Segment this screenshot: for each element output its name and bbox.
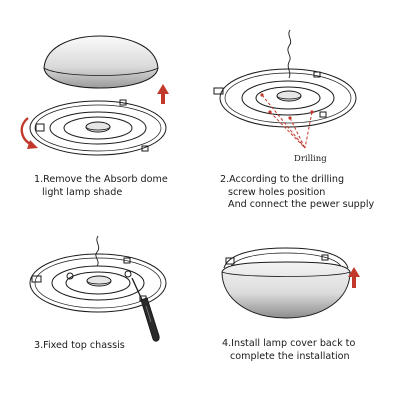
lift-up-arrow-icon xyxy=(157,84,169,104)
dome-cover xyxy=(221,261,351,319)
step-3-line-1: 3.Fixed top chassis xyxy=(34,340,125,351)
step-3-illustration xyxy=(29,235,167,342)
power-wire xyxy=(287,29,292,79)
step-2-line-2: screw holes position xyxy=(228,186,326,198)
screwdriver-icon xyxy=(131,277,160,342)
step-4-line-1: 4.Install lamp cover back to xyxy=(222,338,356,349)
step-1-illustration xyxy=(20,35,169,156)
mounted-chassis xyxy=(29,253,167,313)
step-2-illustration: Drilling xyxy=(213,29,357,164)
drilling-label: Drilling xyxy=(294,154,327,164)
step-2-line-1: 2.According to the drilling xyxy=(220,174,345,185)
step-2-line-3: And connect the pewer supply xyxy=(228,199,375,210)
step-4-line-2: complete the installation xyxy=(230,350,350,362)
dome-shade xyxy=(43,35,159,89)
rotate-arrow-icon xyxy=(20,117,38,149)
step-4-caption: 4.Install lamp cover back to complete th… xyxy=(222,338,355,363)
chassis-plate xyxy=(29,99,167,156)
chassis-edge xyxy=(223,247,349,269)
step-2-caption: 2.According to the drilling screw holes … xyxy=(220,174,374,212)
step-1-caption: 1.Remove the Absorb dome light lamp shad… xyxy=(34,174,168,199)
step-4-illustration xyxy=(221,247,360,319)
step-1-line-1: 1.Remove the Absorb dome xyxy=(34,174,168,185)
ceiling-chassis xyxy=(213,68,357,128)
step-3-caption: 3.Fixed top chassis xyxy=(34,340,125,353)
drilling-guides xyxy=(261,94,313,149)
step-1-line-2: light lamp shade xyxy=(42,186,123,198)
power-wire xyxy=(95,235,100,267)
push-up-arrow-icon xyxy=(348,267,360,288)
drill-hole-marks xyxy=(260,93,314,120)
